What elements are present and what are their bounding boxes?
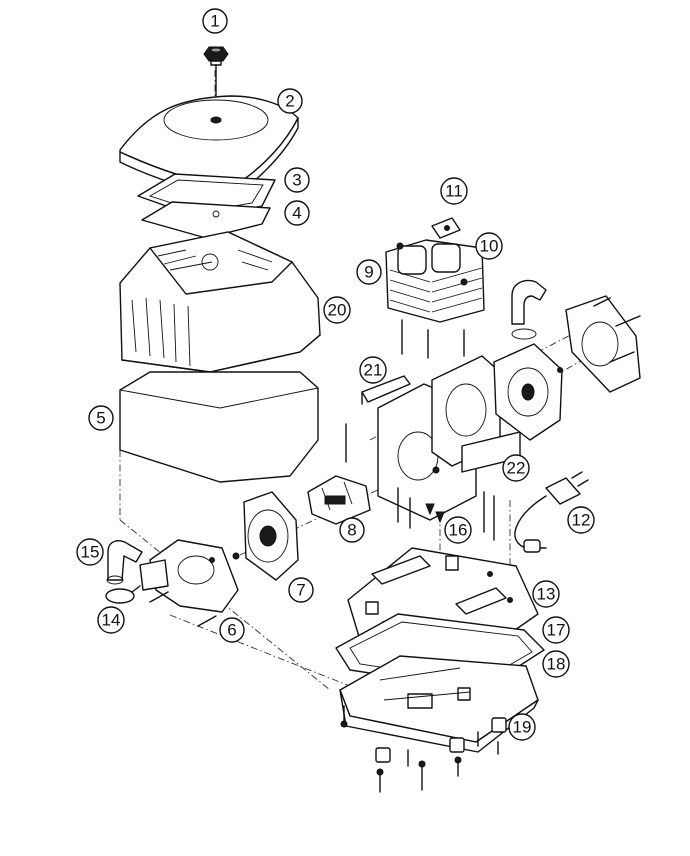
- callout-1: 1: [202, 8, 228, 34]
- callout-9: 9: [356, 259, 382, 285]
- part-elbow-right: [511, 279, 547, 340]
- callout-22-label: 22: [507, 459, 526, 478]
- callout-8: 8: [339, 517, 365, 543]
- part-feet-screws: [340, 705, 507, 793]
- part-pins-screws: [345, 423, 495, 541]
- part-main-frame: [377, 355, 521, 521]
- callout-19: 19: [508, 713, 536, 741]
- callout-19-label: 19: [513, 718, 532, 737]
- callout-3-label: 3: [292, 171, 301, 190]
- callout-15: 15: [76, 538, 104, 566]
- callout-11: 11: [440, 177, 468, 205]
- callout-6-label: 6: [227, 621, 236, 640]
- callout-1-label: 1: [210, 12, 219, 31]
- callout-17: 17: [542, 616, 570, 644]
- part-diaphragm-right: [493, 343, 563, 441]
- callout-8-label: 8: [347, 521, 356, 540]
- part-filter-plate: [141, 201, 271, 239]
- callout-13-label: 13: [537, 585, 556, 604]
- part-coil-pair: [385, 239, 485, 359]
- part-power-cord: [514, 471, 589, 553]
- part-hose-clip: [105, 585, 141, 604]
- part-elbow-left: [106, 540, 143, 585]
- callout-2-label: 2: [285, 92, 294, 111]
- callout-20-label: 20: [328, 301, 347, 320]
- callout-4: 4: [284, 200, 310, 226]
- part-bottom-case: [339, 655, 539, 753]
- callout-2: 2: [277, 88, 303, 114]
- callout-14-label: 14: [102, 611, 121, 630]
- callout-4-label: 4: [292, 204, 301, 223]
- callout-13: 13: [532, 580, 560, 608]
- part-coil-clip: [431, 217, 461, 239]
- callout-15-label: 15: [81, 543, 100, 562]
- callout-7-label: 7: [296, 581, 305, 600]
- callout-22: 22: [502, 454, 530, 482]
- callout-21: 21: [359, 356, 387, 384]
- part-base-skirt: [119, 371, 319, 483]
- callout-14: 14: [97, 606, 125, 634]
- part-knob: [203, 46, 229, 97]
- callout-9-label: 9: [364, 263, 373, 282]
- part-pump-head-right: [557, 295, 641, 393]
- callout-11-label: 11: [445, 182, 463, 201]
- callout-20: 20: [323, 296, 351, 324]
- part-diaphragm-left: [232, 491, 299, 581]
- callout-6: 6: [219, 617, 245, 643]
- callout-3: 3: [284, 167, 310, 193]
- callout-12: 12: [567, 506, 595, 534]
- part-pump-head-left: [139, 539, 239, 627]
- part-housing-cover: [119, 231, 321, 373]
- callout-16: 16: [444, 516, 472, 544]
- part-magnet-block: [307, 475, 371, 525]
- callout-5-label: 5: [96, 409, 105, 428]
- callout-18: 18: [542, 650, 570, 678]
- callout-17-label: 17: [547, 621, 566, 640]
- callout-5: 5: [88, 405, 114, 431]
- callout-10-label: 10: [480, 237, 499, 256]
- callout-16-label: 16: [449, 521, 468, 540]
- callout-18-label: 18: [547, 655, 566, 674]
- callout-7: 7: [288, 577, 314, 603]
- callout-21-label: 21: [364, 361, 383, 380]
- part-bracket: [361, 375, 411, 405]
- callout-12-label: 12: [572, 511, 591, 530]
- callout-10: 10: [475, 232, 503, 260]
